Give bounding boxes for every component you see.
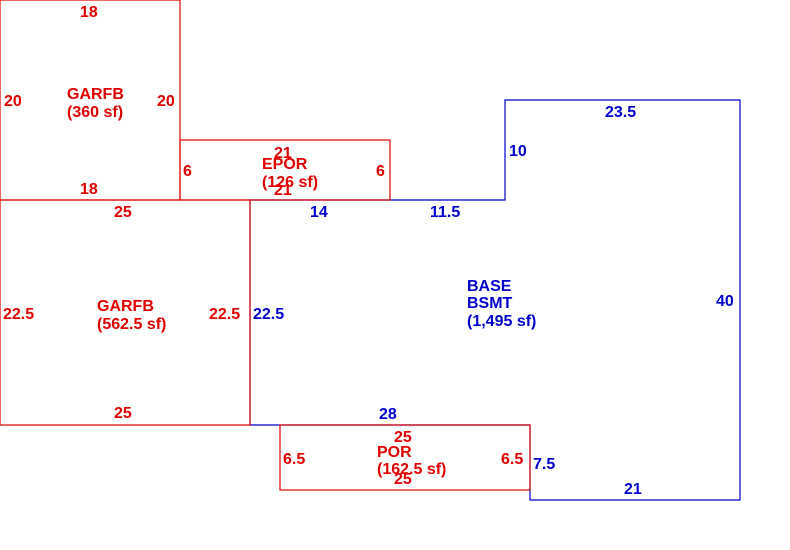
por-area: POR (162.5 sf) 25 6.5 6.5 25 bbox=[279, 424, 531, 491]
por-outline bbox=[279, 424, 531, 491]
garfb-top-dim-left: 20 bbox=[4, 93, 22, 110]
epor-dim-bottom: 21 bbox=[274, 182, 292, 199]
base-dim-step-horizontal: 11.5 bbox=[430, 204, 460, 221]
garfb-top-dim-bottom: 18 bbox=[80, 181, 98, 198]
garfb-top-area-label: (360 sf) bbox=[67, 104, 123, 121]
garfb-main-dim-top: 25 bbox=[114, 204, 132, 221]
garfb-main-dim-left: 22.5 bbox=[3, 306, 34, 323]
base-dim-left: 22.5 bbox=[253, 306, 284, 323]
epor-outline bbox=[179, 139, 391, 201]
base-dim-top: 23.5 bbox=[605, 104, 636, 121]
epor-dim-left: 6 bbox=[183, 163, 192, 180]
base-area-label: (1,495 sf) bbox=[467, 313, 536, 330]
garfb-main-name: GARFB bbox=[97, 298, 154, 315]
base-dim-top-left: 14 bbox=[310, 204, 328, 221]
por-dim-top: 25 bbox=[394, 429, 412, 446]
garfb-main-outline bbox=[0, 199, 251, 426]
base-dim-notch-vertical: 7.5 bbox=[533, 456, 555, 473]
epor-name: EPOR bbox=[262, 156, 308, 173]
por-dim-left: 6.5 bbox=[283, 451, 305, 468]
base-dim-bottom: 21 bbox=[624, 481, 642, 498]
garfb-main-dim-right: 22.5 bbox=[209, 306, 240, 323]
por-name: POR bbox=[377, 444, 412, 461]
garfb-top-area: GARFB (360 sf) 18 20 20 18 bbox=[0, 0, 181, 201]
garfb-top-dim-top: 18 bbox=[80, 4, 98, 21]
por-area-label: (162.5 sf) bbox=[377, 461, 446, 478]
base-name: BASE bbox=[467, 278, 512, 295]
garfb-main-area: GARFB (562.5 sf) 25 22.5 22.5 25 bbox=[0, 199, 251, 426]
epor-area-label: (126 sf) bbox=[262, 174, 318, 191]
epor-dim-top: 21 bbox=[274, 145, 292, 162]
garfb-top-dim-right: 20 bbox=[157, 93, 175, 110]
epor-area: EPOR (126 sf) 21 6 6 21 bbox=[179, 139, 391, 201]
garfb-main-dim-bottom: 25 bbox=[114, 405, 132, 422]
por-dim-bottom: 25 bbox=[394, 471, 412, 488]
base-name-2: BSMT bbox=[467, 295, 513, 312]
epor-dim-right: 6 bbox=[376, 163, 385, 180]
por-dim-right: 6.5 bbox=[501, 451, 523, 468]
garfb-top-name: GARFB bbox=[67, 86, 124, 103]
garfb-main-area-label: (562.5 sf) bbox=[97, 316, 166, 333]
base-area: BASE BSMT (1,495 sf) 23.5 10 11.5 14 22.… bbox=[249, 99, 741, 501]
base-dim-right: 40 bbox=[716, 293, 734, 310]
base-dim-bottom-inner: 28 bbox=[379, 406, 397, 423]
base-dim-step-vertical: 10 bbox=[509, 143, 527, 160]
